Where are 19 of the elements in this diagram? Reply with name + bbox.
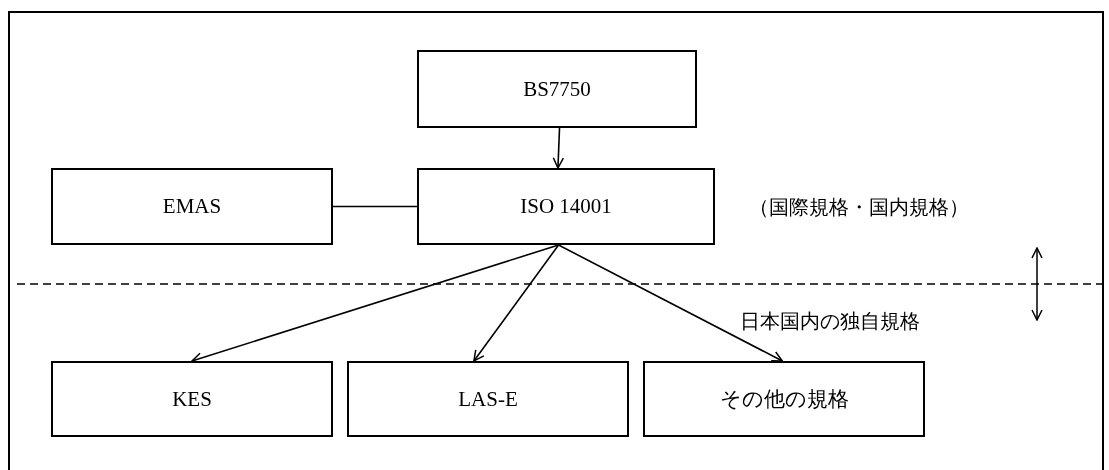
standard-box [51, 168, 333, 245]
standard-box [347, 361, 629, 437]
arrow [557, 244, 784, 362]
standard-box [417, 168, 715, 245]
standard-box [643, 361, 925, 437]
standard-box [51, 361, 333, 437]
arrow [473, 244, 560, 362]
arrow [191, 244, 560, 364]
arrow [552, 127, 565, 169]
box-label: その他の規格 [719, 386, 849, 413]
region-label: 日本国内の独自規格 [740, 308, 920, 335]
box-label: LAS-E [458, 386, 518, 412]
standard-box [417, 50, 697, 128]
box-label: EMAS [162, 194, 222, 219]
region-label: （国際規格・国内規格） [749, 194, 969, 221]
box-label: BS7750 [523, 76, 591, 102]
connector-line [332, 205, 418, 208]
box-label: KES [172, 386, 212, 412]
box-label: ISO 14001 [520, 194, 612, 219]
